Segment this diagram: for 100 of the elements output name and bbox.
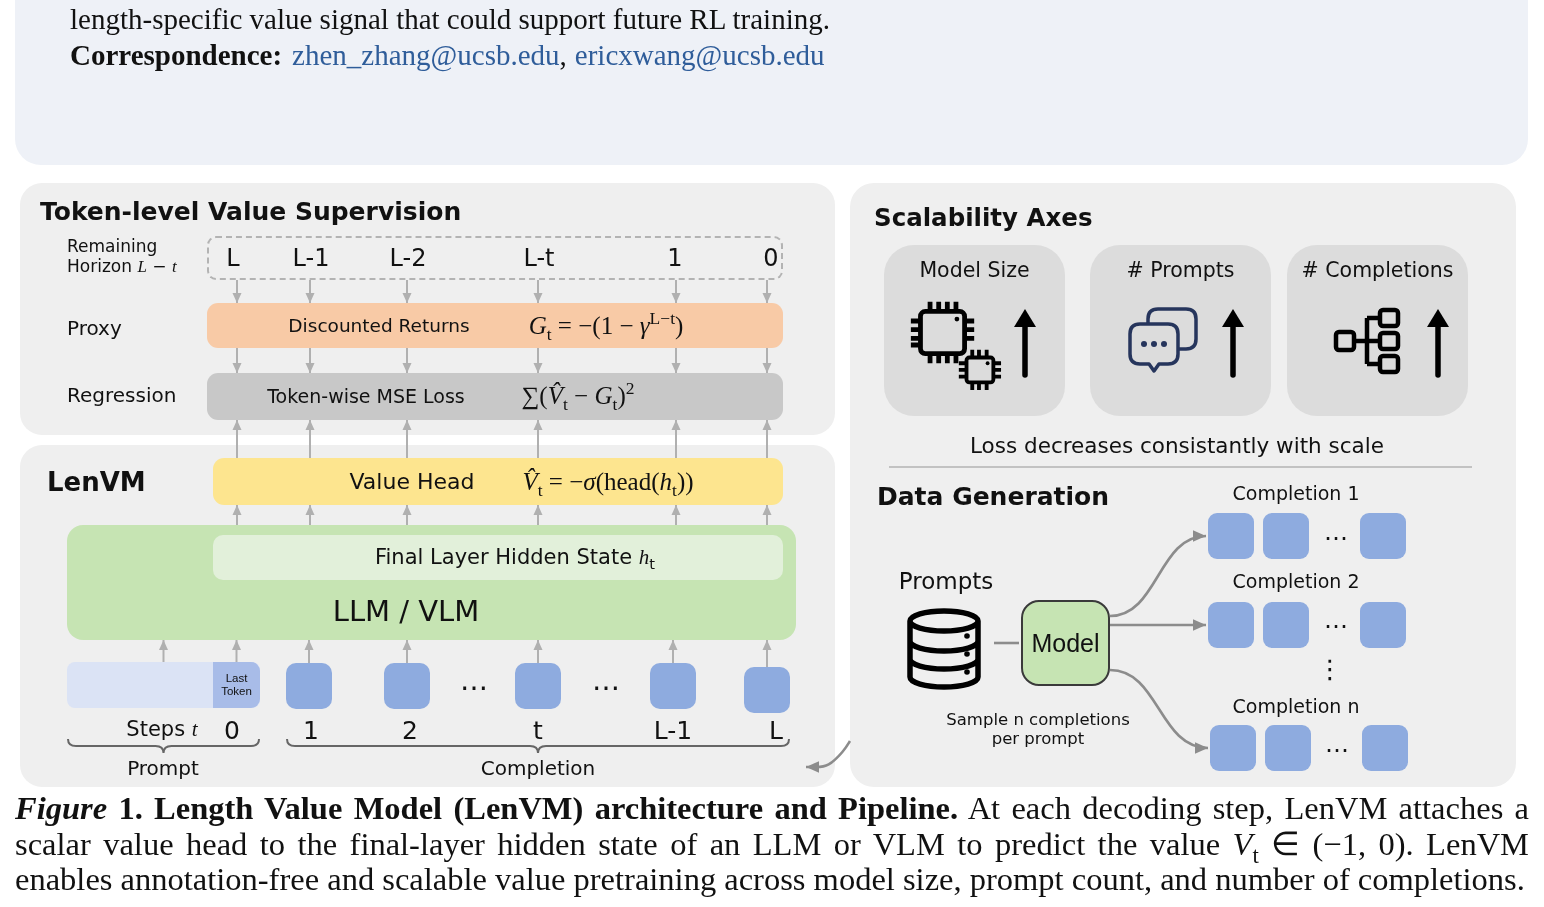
arrow (762, 639, 772, 668)
connector-line (994, 641, 1019, 645)
horizon-value: L-2 (389, 245, 427, 273)
arrow (533, 504, 543, 526)
arrow (232, 419, 242, 459)
proxy-box (207, 303, 783, 348)
arrow (762, 419, 772, 459)
arrow (402, 347, 412, 374)
figure-caption: Figure 1. Length Value Model (LenVM) architecture and Pipeline. At each decoding step, LenVM attaches a scalar value head to the final-layer hidden state of an LLM or VLM to predict the value V$_{t}$ ∈ (−1, 0). LenVM enables annotation-free and scalable value pretraining across model size, prompt count, and number of completions. (15, 791, 1529, 898)
card-title: Model Size (919, 259, 1030, 283)
section-title: LenVM (47, 468, 146, 498)
arrow (533, 279, 543, 304)
box-label: Value Head (349, 469, 475, 495)
box-label: LLM / VLM (332, 595, 480, 629)
box-label: Model (1031, 628, 1100, 657)
ellipsis: … (1325, 731, 1349, 759)
token-block (286, 663, 332, 709)
arrow (806, 740, 852, 773)
ellipsis: … (1324, 519, 1348, 547)
field-label: Correspondence: (70, 39, 283, 73)
horizon-box (207, 236, 783, 280)
regression-box (207, 373, 783, 420)
axis-card (1287, 245, 1468, 416)
arrow (402, 504, 412, 526)
email-link: zhen_zhang@ucsb.edu (292, 39, 560, 73)
node-label: Prompts (898, 567, 994, 595)
model-box (1021, 600, 1110, 686)
token-block (384, 663, 430, 709)
punctuation-text: , (559, 39, 567, 73)
arrow (159, 639, 168, 663)
arrow (304, 639, 314, 664)
arrow (305, 504, 315, 526)
formula: ∑(V̂$_{t}$ − G$_{t}$)$^{2}$ (521, 381, 635, 411)
row-title: Completion n (1232, 696, 1360, 718)
arrow (232, 279, 242, 304)
group-label: Prompt (127, 756, 199, 780)
section-panel (850, 183, 1516, 787)
arrow (232, 639, 241, 663)
arrow (402, 419, 412, 459)
arrow (305, 279, 315, 304)
section-panel (20, 445, 835, 787)
arrow (671, 279, 681, 304)
token-label: Last Token (220, 671, 253, 699)
ellipsis: ⋮ (1317, 655, 1343, 685)
arrow (232, 504, 242, 526)
ellipsis: … (592, 664, 620, 698)
arrow (533, 347, 543, 374)
section-title: Token-level Value Supervision (40, 197, 462, 227)
note-text: Sample n completions per prompt (945, 711, 1131, 749)
step-number: 1 (303, 716, 319, 746)
step-number: L-1 (653, 716, 693, 746)
row-title: Completion 2 (1232, 571, 1360, 593)
arrow (762, 279, 772, 304)
arrow (305, 419, 315, 459)
horizon-value: L-t (523, 245, 555, 273)
horizon-value: 0 (763, 245, 779, 273)
hidden-state-box (213, 535, 783, 580)
arrow (671, 347, 681, 374)
row-title: Completion 1 (1232, 483, 1360, 505)
arrow (232, 347, 242, 374)
section-panel (20, 183, 835, 435)
formula: V̂$_{t}$ = −σ(head(h$_{t}$)) (522, 467, 694, 497)
arrow (671, 419, 681, 459)
arrow (762, 504, 772, 526)
llm-box (67, 525, 796, 640)
step-number: t (533, 716, 543, 746)
step-number: L (769, 716, 783, 746)
token-block (744, 667, 790, 713)
row-label: Regression (67, 383, 177, 407)
note-text: Loss decreases consistantly with scale (970, 433, 1384, 459)
axis-card (1090, 245, 1271, 416)
value-head-box (213, 458, 783, 505)
arrow (402, 279, 412, 304)
arrow (1110, 619, 1206, 631)
section-title: Scalability Axes (874, 203, 1093, 233)
horizon-value: L (226, 245, 240, 273)
section-title: Data Generation (877, 482, 1110, 512)
prompt-bar (67, 662, 260, 708)
horizon-value: L-1 (292, 245, 330, 273)
box-label: Discounted Returns (288, 315, 470, 337)
formula: G$_{t}$ = −(1 − γ$^{L−t}$) (528, 311, 684, 341)
arrow (402, 639, 412, 664)
arrow (668, 639, 678, 664)
horizon-value: 1 (667, 245, 683, 273)
body-text: length-specific value signal that could support future RL training. (70, 3, 830, 37)
arrow (533, 419, 543, 459)
box-label: Token-wise MSE Loss (267, 386, 465, 408)
group-label: Completion (480, 756, 596, 780)
token-block (213, 662, 260, 708)
token-block (650, 663, 696, 709)
card-title: # Completions (1301, 259, 1454, 283)
box-label: Final Layer Hidden State h$_{t}$ (375, 544, 655, 570)
token-block (515, 663, 561, 709)
ellipsis: … (460, 664, 488, 698)
ellipsis: … (1324, 607, 1348, 635)
step-number: 2 (402, 716, 418, 746)
row-label: Proxy (67, 316, 122, 340)
row-label: Remaining Horizon L − t (67, 237, 178, 277)
axis-card (884, 245, 1065, 416)
axis-label: Steps t (126, 716, 198, 742)
